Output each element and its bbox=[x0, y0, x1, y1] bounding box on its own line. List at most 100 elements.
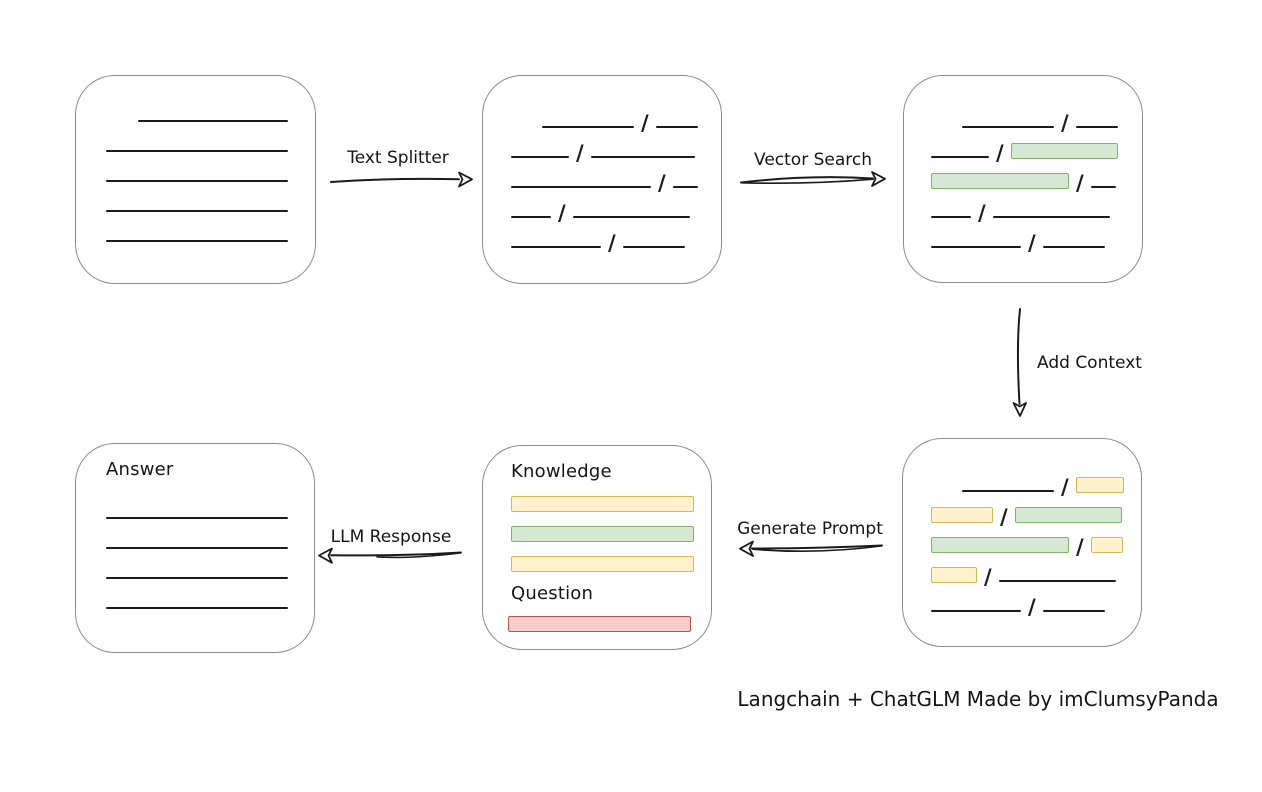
answer-label: Answer bbox=[106, 459, 174, 480]
chunk-separator: / bbox=[1076, 171, 1084, 195]
text-splitter-label: Text Splitter bbox=[347, 148, 449, 168]
text-line bbox=[1075, 126, 1118, 128]
vector-search-arrow bbox=[740, 171, 886, 187]
chunk-row bbox=[106, 496, 314, 526]
llm-response-arrow bbox=[318, 547, 462, 564]
text-line bbox=[572, 216, 690, 218]
generate-prompt-arrow bbox=[739, 540, 883, 557]
chunk-separator: / bbox=[1061, 111, 1069, 135]
chunk-row: / bbox=[931, 559, 1141, 589]
text-line bbox=[1042, 610, 1105, 612]
chunk-row bbox=[106, 189, 315, 219]
red-prompt-bar bbox=[508, 616, 691, 632]
chunk-row: / bbox=[511, 165, 721, 195]
text-line bbox=[511, 216, 551, 218]
green-prompt-bar bbox=[511, 526, 694, 542]
text-line bbox=[998, 580, 1116, 582]
chunk-row bbox=[106, 526, 314, 556]
chunk-row: / bbox=[511, 195, 721, 225]
chunk-row: / bbox=[931, 529, 1141, 559]
chunk-separator: / bbox=[558, 201, 566, 225]
chunk-row: / bbox=[931, 589, 1141, 619]
text-line bbox=[106, 517, 288, 519]
chunk-row: / bbox=[931, 469, 1141, 499]
text-line bbox=[106, 577, 288, 579]
diagram-caption: Langchain + ChatGLM Made by imClumsyPand… bbox=[737, 687, 1219, 711]
chunk-row bbox=[106, 129, 315, 159]
answer-lines bbox=[106, 496, 314, 616]
text-line bbox=[542, 126, 634, 128]
chunk-row bbox=[106, 99, 315, 129]
chunk-row bbox=[106, 159, 315, 189]
question-label: Question bbox=[511, 583, 594, 604]
vector-search-label: Vector Search bbox=[754, 150, 872, 170]
chunk-separator: / bbox=[658, 171, 666, 195]
add-context-label: Add Context bbox=[1037, 353, 1142, 373]
chunks-node: / / / / / bbox=[482, 75, 722, 284]
chunk-row bbox=[106, 586, 314, 616]
chunk-row: / bbox=[931, 225, 1142, 255]
text-line bbox=[1042, 246, 1105, 248]
text-line bbox=[138, 120, 288, 122]
chunk-separator: / bbox=[608, 231, 616, 255]
yellow-prompt-bar bbox=[511, 496, 694, 512]
text-line bbox=[931, 610, 1021, 612]
answer-node: Answer bbox=[75, 443, 315, 653]
chunk-row: / bbox=[931, 195, 1142, 225]
yellow-highlight-bar bbox=[931, 567, 977, 583]
chunks-lines: / / / / / bbox=[483, 76, 721, 255]
text-line bbox=[931, 246, 1021, 248]
knowledge-label: Knowledge bbox=[511, 461, 612, 482]
yellow-highlight-bar bbox=[1075, 477, 1124, 493]
text-line bbox=[106, 607, 288, 609]
context-chunks-node: / / / / / bbox=[902, 438, 1142, 647]
text-line bbox=[511, 246, 601, 248]
document-lines bbox=[76, 76, 315, 249]
text-line bbox=[962, 126, 1054, 128]
chunk-separator: / bbox=[576, 141, 584, 165]
question-bars bbox=[508, 616, 711, 632]
text-line bbox=[655, 126, 698, 128]
chunk-separator: / bbox=[641, 111, 649, 135]
yellow-highlight-bar bbox=[931, 507, 993, 523]
text-line bbox=[511, 156, 569, 158]
chunk-row: / bbox=[511, 135, 721, 165]
chunk-row: / bbox=[511, 225, 721, 255]
text-line bbox=[106, 210, 288, 212]
chunk-row: / bbox=[931, 105, 1142, 135]
generate-prompt-label: Generate Prompt bbox=[737, 519, 883, 539]
text-line bbox=[106, 150, 288, 152]
llm-response-label: LLM Response bbox=[330, 527, 452, 547]
text-line bbox=[931, 156, 989, 158]
context-chunks-lines: / / / / / bbox=[903, 439, 1141, 619]
text-line bbox=[106, 240, 288, 242]
chunk-separator: / bbox=[1000, 505, 1008, 529]
text-line bbox=[1090, 186, 1116, 188]
chunk-separator: / bbox=[978, 201, 986, 225]
text-line bbox=[992, 216, 1110, 218]
retrieved-chunks-node: ///// bbox=[903, 75, 1143, 283]
text-line bbox=[962, 490, 1054, 492]
chunk-row: / bbox=[931, 165, 1142, 195]
green-highlight-bar bbox=[1014, 507, 1122, 523]
green-highlight-bar bbox=[1010, 143, 1118, 159]
chunk-separator: / bbox=[1028, 231, 1036, 255]
chunk-separator: / bbox=[1028, 595, 1036, 619]
chunk-row bbox=[106, 556, 314, 586]
green-highlight-bar bbox=[931, 173, 1069, 189]
chunk-separator: / bbox=[984, 565, 992, 589]
chunk-row bbox=[106, 219, 315, 249]
knowledge-bars bbox=[511, 496, 711, 572]
text-line bbox=[106, 547, 288, 549]
add-context-arrow bbox=[1012, 308, 1027, 417]
yellow-highlight-bar bbox=[1090, 537, 1123, 553]
chunk-separator: / bbox=[1061, 475, 1069, 499]
text-line bbox=[931, 216, 971, 218]
text-line bbox=[622, 246, 685, 248]
text-line bbox=[106, 180, 288, 182]
green-highlight-bar bbox=[931, 537, 1069, 553]
chunk-row: / bbox=[511, 105, 721, 135]
chunk-separator: / bbox=[1076, 535, 1084, 559]
text-line bbox=[590, 156, 695, 158]
